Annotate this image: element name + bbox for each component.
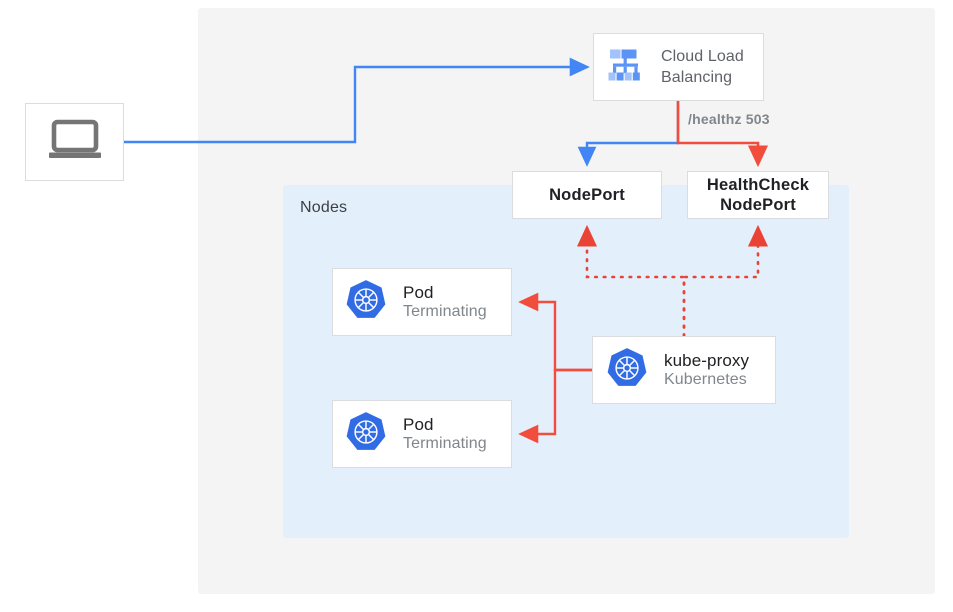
- cloud-load-balancing-node[interactable]: Cloud Load Balancing: [593, 33, 764, 101]
- cloud-load-balancing-label: Cloud Load Balancing: [661, 46, 744, 88]
- nodeport-node[interactable]: NodePort: [512, 171, 662, 219]
- nodeport-label: NodePort: [549, 186, 625, 204]
- edge-kubeproxy-to-nodeport: [576, 224, 686, 338]
- laptop-icon: [47, 118, 103, 167]
- pod-2-subtitle: Terminating: [403, 435, 487, 453]
- kube-proxy-node[interactable]: kube-proxy Kubernetes: [592, 336, 776, 404]
- kubernetes-icon: [604, 345, 650, 396]
- cloud-load-balancing-icon: [603, 42, 649, 93]
- clb-label-line2: Balancing: [661, 69, 733, 86]
- kubernetes-icon: [343, 277, 389, 328]
- kube-proxy-text: kube-proxy Kubernetes: [664, 351, 749, 390]
- edge-kubeproxy-to-healthcheck: [682, 224, 769, 338]
- healthz-edge-label: /healthz 503: [688, 111, 770, 127]
- hc-label-line1: HealthCheck: [706, 176, 810, 194]
- healthcheck-nodeport-node[interactable]: HealthCheck NodePort: [687, 171, 829, 219]
- pod-2-title: Pod: [403, 414, 434, 434]
- kube-proxy-subtitle: Kubernetes: [664, 371, 747, 389]
- kubernetes-icon: [343, 409, 389, 460]
- nodes-region-label: Nodes: [300, 199, 348, 216]
- pod-1-text: Pod Terminating: [403, 283, 487, 322]
- pod-node-1[interactable]: Pod Terminating: [332, 268, 512, 336]
- pod-node-2[interactable]: Pod Terminating: [332, 400, 512, 468]
- edge-client-to-clb: [124, 57, 590, 144]
- client-node[interactable]: [25, 103, 124, 181]
- hc-label-line2: NodePort: [720, 196, 796, 214]
- pod-1-subtitle: Terminating: [403, 303, 487, 321]
- edge-clb-to-healthcheck: [676, 101, 769, 168]
- healthcheck-nodeport-label: HealthCheck NodePort: [707, 175, 809, 215]
- kube-proxy-title: kube-proxy: [664, 350, 750, 370]
- edge-kubeproxy-to-pod-2: [518, 368, 592, 444]
- clb-label-line1: Cloud Load: [661, 48, 744, 65]
- pod-2-text: Pod Terminating: [403, 415, 487, 454]
- pod-1-title: Pod: [403, 282, 434, 302]
